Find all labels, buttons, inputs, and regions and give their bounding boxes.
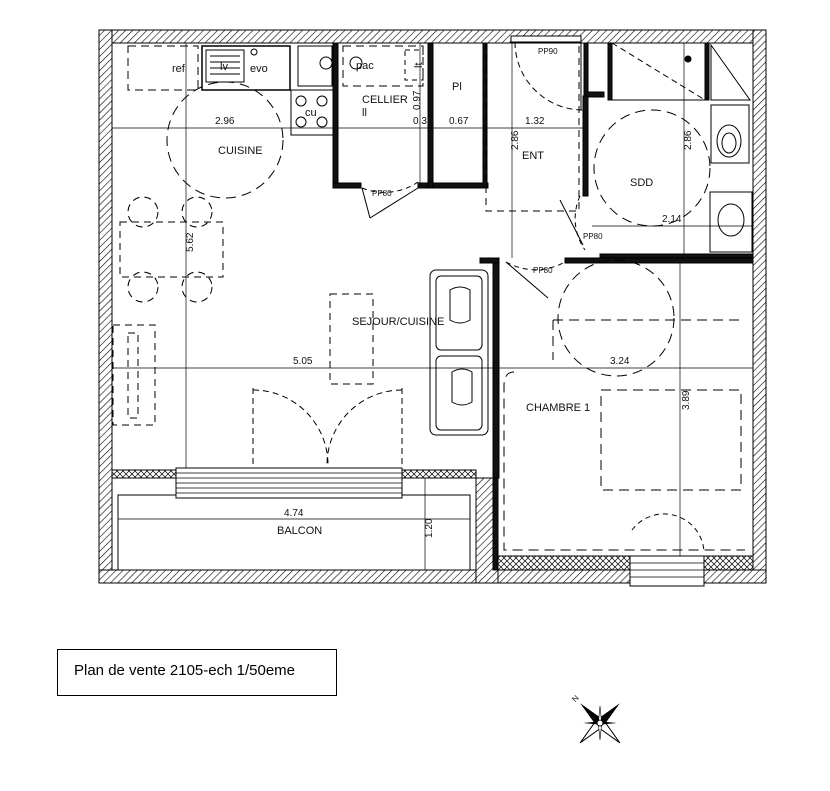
wall-west [98,29,113,584]
dim-cellier-depth: 0.97 [412,90,423,110]
wall-south-chambre-left [475,569,632,584]
french-door-swings [252,388,403,468]
label-washer: lv [220,61,228,73]
label-sdd: SDD [630,177,653,189]
shower [611,42,706,101]
dim-cellier-width: 0.35 [413,116,433,127]
label-closet: Pl [452,81,462,93]
dim-sejour-width: 5.05 [293,356,313,367]
wall-cellier-left [332,42,339,189]
kitchen-fixtures [127,45,424,199]
dim-entree-depth: 2.86 [510,130,521,150]
chambre-door-arc [505,261,566,271]
fridge [127,45,199,91]
wall-north [98,29,767,44]
french-window-slats [176,472,402,494]
compass-north-label: N [570,693,581,704]
balcony [111,467,754,587]
label-dryer: lt [413,63,425,69]
dim-balcon-width: 4.74 [284,508,304,519]
cellier-storage [342,45,424,87]
dining-set [119,196,224,303]
bedroom-fixtures [503,259,745,551]
entry-door-arc [514,41,584,111]
sdd-door-arc [574,195,586,251]
room-labels: CUISINE CELLIER ENT SDD SEJOUR/CUISINE C… [218,94,653,537]
label-sejour: SEJOUR/CUISINE [352,316,444,328]
dim-chambre-width: 3.24 [610,356,630,367]
wall-east [752,29,767,584]
exterior-walls [98,29,767,584]
wall-chambre-top [564,257,754,264]
label-door-entry: PP90 [538,47,558,56]
bed-outline [503,371,745,551]
sink-unit [201,45,291,91]
dim-cuisine-depth: 5.62 [185,232,196,252]
plan-caption-box: Plan de vente 2105-ech 1/50eme [57,649,337,696]
chambre-window-frame [629,555,705,587]
wall-south-chambre [703,569,767,584]
label-cuisine: CUISINE [218,145,263,157]
cellier-door-arc [361,181,419,193]
dim-chambre-depth: 3.89 [681,390,692,410]
label-cooktop: cu [305,107,317,119]
wall-closet-right [482,42,488,189]
heat-pump-cabinet [297,45,333,87]
label-door-sdd: PP80 [583,232,603,241]
washbasin [709,191,753,253]
cooktop [290,89,334,136]
dimension-lines [112,43,753,570]
label-water-heater: ll [362,107,367,119]
dining-table [119,221,224,278]
bed [600,389,742,491]
dryer-box [404,49,424,81]
door-labels: PP90 PP80 PP80 PP80 [372,47,603,275]
dim-sdd-depth: 2.86 [683,130,694,150]
wall-sdd-left-mid [583,91,605,98]
dim-entree-width: 1.32 [525,116,545,127]
dim-balcon-depth: 1.20 [424,518,435,538]
kitchen-turning-circle [166,81,284,199]
label-pac: pac [356,60,374,72]
label-chambre: CHAMBRE 1 [526,402,590,414]
wall-closet-left [427,42,434,189]
wall-south-balcony [98,569,477,584]
wall-entry-right [479,257,499,264]
compass-rose: N [570,693,621,744]
wall-shower-left [607,42,613,101]
wall-cellier-bottom [332,182,362,189]
label-fridge: ref [172,63,186,75]
fixture-labels: ref evo lv cu pac ll lt Pl [172,60,462,119]
label-entree: ENT [522,150,544,162]
entry-door-leaf [510,35,582,43]
living-furniture [329,269,489,436]
wall-shower-right [704,42,710,101]
sdd-turning-circle [593,109,711,227]
coffee-table [329,293,374,385]
wall-chambre-left-low [492,477,499,571]
dim-sdd-width: 2.14 [662,214,682,225]
chambre-window-arc [631,513,705,553]
wc [710,104,750,164]
label-cellier: CELLIER [362,94,408,106]
wall-cellier-bottom-right [417,182,489,189]
label-sink: evo [250,63,268,75]
label-balcon: BALCON [277,525,322,537]
closet-entry [485,42,580,212]
chambre-turning-circle [557,259,675,377]
dimension-labels: 2.96 5.62 0.35 0.97 0.67 1.32 2.86 2.86 … [185,90,694,538]
sofa-outline [429,269,489,436]
door-swings [361,35,705,553]
balcony-chambre-edge [497,555,754,571]
bathroom-fixtures [593,42,753,253]
label-door-cellier: PP80 [372,189,392,198]
shower-panel [710,43,751,101]
plan-caption: Plan de vente 2105-ech 1/50eme [74,662,295,679]
dim-cuisine-width: 2.96 [215,116,235,127]
sideboard [112,324,156,426]
label-door-chambre: PP80 [533,266,553,275]
dim-closet-width: 0.67 [449,116,469,127]
wall-sdd-left-low [582,95,589,197]
